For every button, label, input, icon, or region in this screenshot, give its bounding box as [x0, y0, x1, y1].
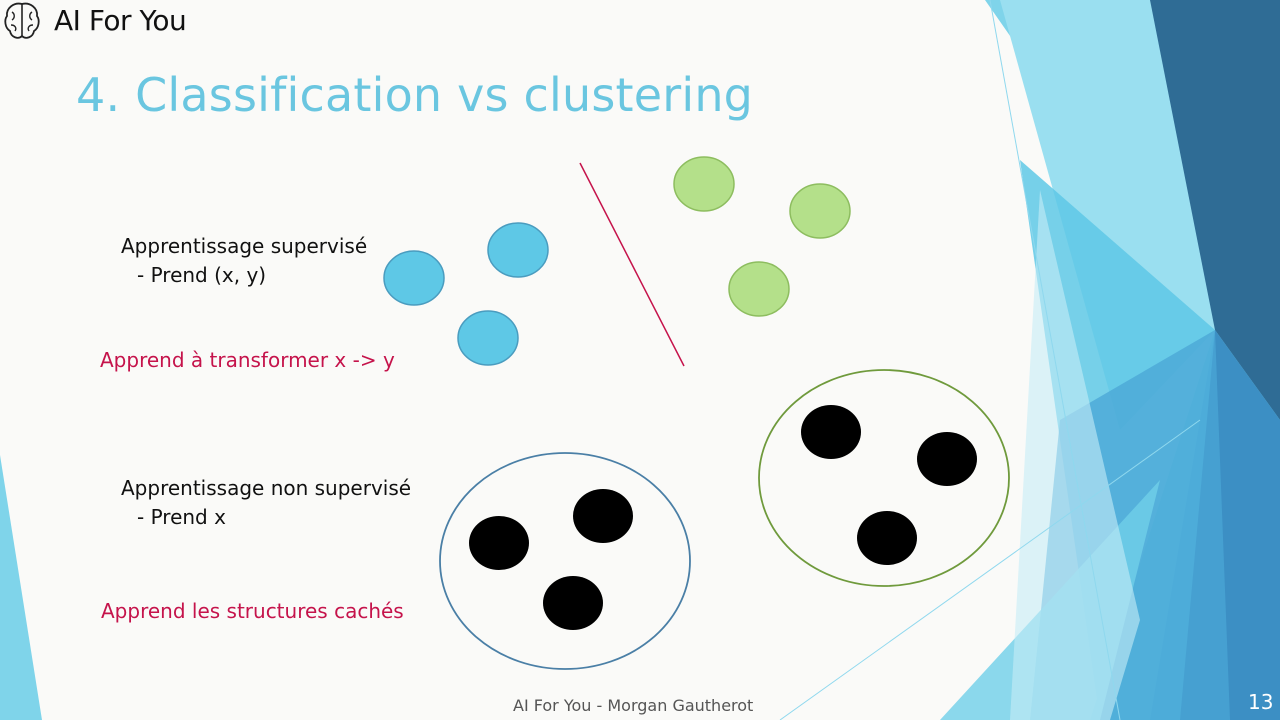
brand-name: AI For You — [54, 4, 187, 37]
cluster-point — [801, 405, 861, 459]
cluster-outline-blue — [439, 452, 691, 670]
unsupervised-input: - Prend x — [137, 505, 226, 529]
blue-point — [457, 310, 519, 366]
cluster-point — [917, 432, 977, 486]
cluster-point — [543, 576, 603, 630]
supervised-description: Apprend à transformer x -> y — [100, 348, 395, 372]
page-number: 13 — [1248, 690, 1274, 714]
green-point — [673, 156, 735, 212]
supervised-heading: Apprentissage supervisé — [121, 234, 368, 258]
cluster-point — [469, 516, 529, 570]
supervised-input: - Prend (x, y) — [137, 263, 267, 287]
cluster-point — [573, 489, 633, 543]
brain-icon — [4, 2, 40, 39]
green-point — [728, 261, 790, 317]
decision-boundary — [579, 162, 685, 367]
footer-text: AI For You - Morgan Gautherot — [513, 696, 754, 715]
cluster-point — [857, 511, 917, 565]
unsupervised-heading: Apprentissage non supervisé — [121, 476, 412, 500]
blue-point — [487, 222, 549, 278]
blue-point — [383, 250, 445, 306]
green-point — [789, 183, 851, 239]
unsupervised-description: Apprend les structures cachés — [101, 599, 404, 623]
cluster-outline-green — [758, 369, 1010, 587]
slide-title: 4. Classification vs clustering — [76, 68, 754, 122]
